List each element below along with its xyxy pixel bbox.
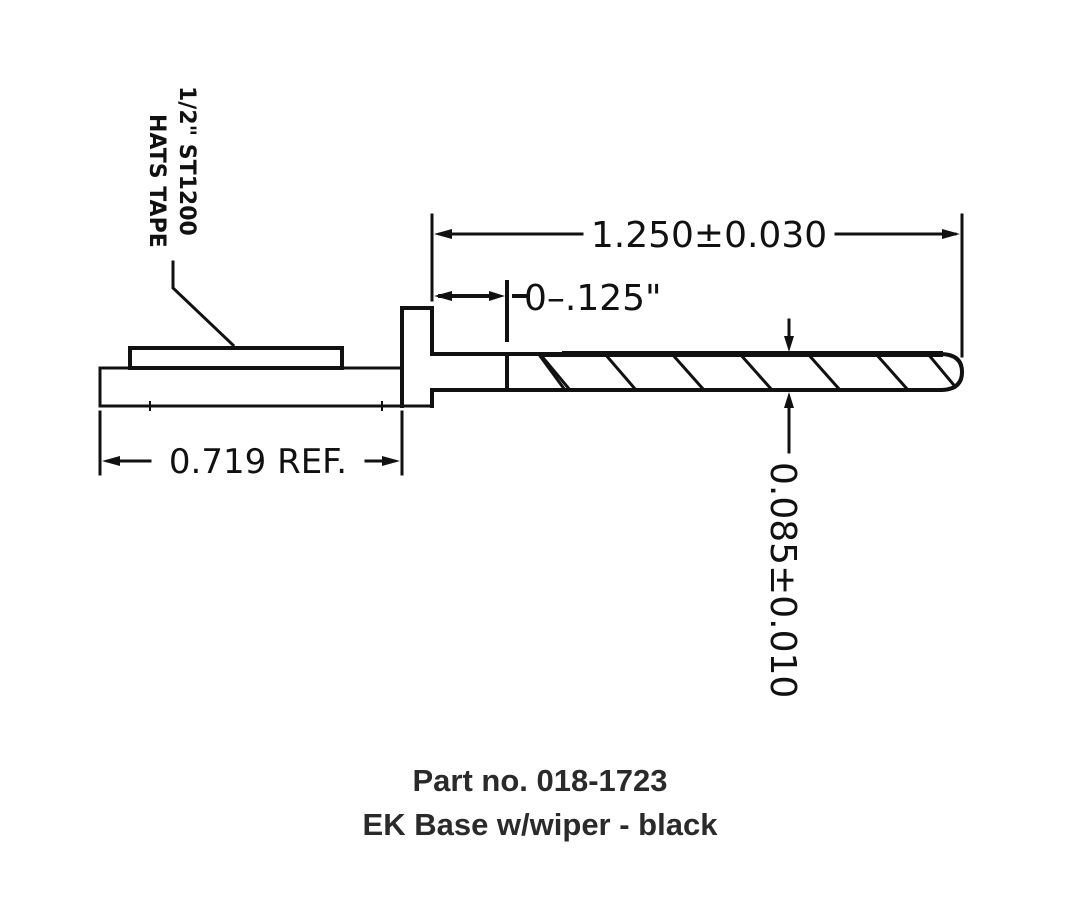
length-dimension-lines (430, 213, 964, 358)
tape-label-line1: 1/2" ST1200 (174, 86, 199, 236)
tape-strip (128, 346, 344, 370)
base-outline (98, 306, 434, 411)
thickness-dimension-label: 0.085±0.010 (762, 462, 803, 698)
offset-dimension-lines (434, 280, 530, 342)
part-number: Part no. 018-1723 (412, 763, 668, 798)
length-dimension-label: 1.250±0.030 (591, 215, 827, 256)
thickness-dimension-lines (784, 318, 794, 454)
base-ref-dimension-label: 0.719 REF. (169, 442, 347, 482)
wiper-hatching (540, 354, 961, 393)
part-description: EK Base w/wiper - black (362, 807, 718, 842)
wiper-offset-dimension-label: 0–.125" (524, 278, 662, 319)
tape-leader-line (171, 260, 236, 348)
tape-label-line2: HATS TAPE (144, 114, 169, 248)
base-ref-dimension-lines (98, 410, 404, 476)
